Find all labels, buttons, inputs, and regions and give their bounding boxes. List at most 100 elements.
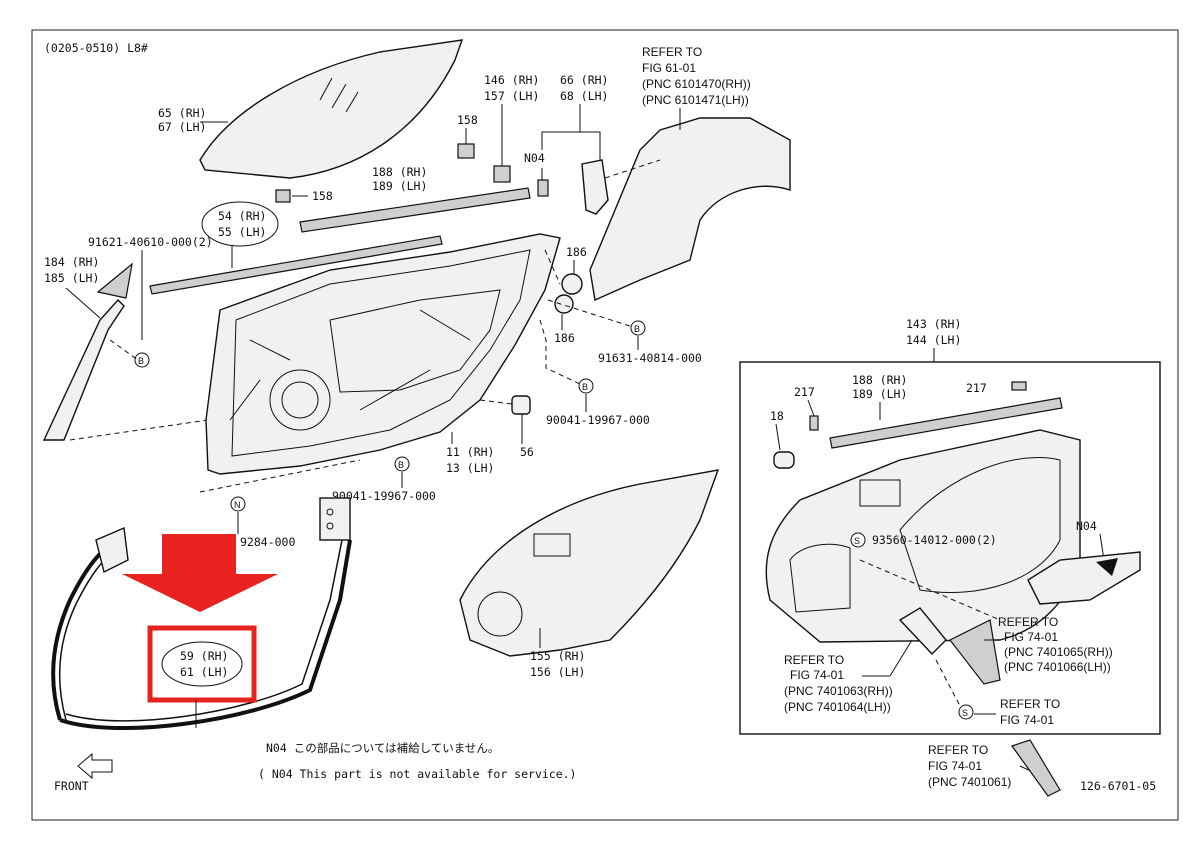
bolt-b-3: B [578, 378, 594, 394]
door-trim-panel [765, 429, 1081, 643]
refer-fig61-l3: (PNC 6101470(RH)) [642, 77, 751, 91]
clip-18 [773, 451, 795, 469]
label-59: 59 (RH) [180, 649, 228, 663]
label-54: 54 (RH) [218, 209, 266, 223]
refer-b-l4: (PNC 7401064(LH)) [784, 700, 891, 714]
refer-a-l4: (PNC 7401066(LH)) [1004, 660, 1111, 674]
refer-b-l3: (PNC 7401063(RH)) [784, 684, 893, 698]
label-55: 55 (LH) [218, 225, 266, 239]
label-68: 68 (LH) [560, 89, 608, 103]
part-66 [581, 159, 609, 215]
clip-158-left [275, 189, 291, 203]
refer-b-l2: FIG 74-01 [790, 668, 844, 682]
inset-belt-moulding [829, 397, 1063, 449]
svg-text:B: B [582, 382, 588, 392]
figure-code: 126-6701-05 [1080, 779, 1156, 793]
refer-fig61-l2: FIG 61-01 [642, 61, 696, 75]
label-185: 185 (LH) [44, 271, 99, 285]
refer-fig61-l1: REFER TO [642, 45, 702, 59]
label-93560: 93560-14012-000(2) [872, 533, 997, 547]
label-217-right: 217 [966, 381, 987, 395]
diagram-frame [31, 29, 1179, 821]
belt-moulding-188 [299, 187, 531, 233]
division-bar-184 [42, 262, 133, 441]
part-146 [493, 165, 511, 183]
trim-board-155 [459, 469, 720, 657]
label-158-left: 158 [312, 189, 333, 203]
screw-217-left [809, 415, 819, 431]
svg-text:B: B [398, 460, 404, 470]
note-en: ( N04 This part is not available for ser… [258, 767, 577, 781]
label-189-main: 189 (LH) [372, 179, 427, 193]
front-arrow-icon [77, 752, 113, 780]
front-label: FRONT [54, 779, 89, 793]
label-156: 156 (LH) [530, 665, 585, 679]
label-188-main: 188 (RH) [372, 165, 427, 179]
label-67: 67 (LH) [158, 120, 206, 134]
part-n04-fastener [537, 179, 549, 197]
refer-d-l1: REFER TO [928, 743, 988, 757]
label-n04-inset: N04 [1076, 519, 1097, 533]
inner-handle [898, 607, 947, 656]
highlight-box [147, 625, 257, 703]
label-158-top: 158 [457, 113, 478, 127]
label-186-bot: 186 [554, 331, 575, 345]
stopper-56 [511, 395, 531, 415]
refer-c-l1: REFER TO [1000, 697, 1060, 711]
screw-217-right [1011, 381, 1027, 391]
weatherstrip-54 [149, 235, 443, 295]
label-91621: 91621-40610-000(2) [88, 235, 213, 249]
label-13: 13 (LH) [446, 461, 494, 475]
label-188-inset: 188 (RH) [852, 373, 907, 387]
label-11: 11 (RH) [446, 445, 494, 459]
door-glass [199, 39, 464, 179]
label-155: 155 (RH) [530, 649, 585, 663]
plug-186-a [561, 273, 583, 295]
svg-text:B: B [634, 324, 640, 334]
label-90041-a: 90041-19967-000 [546, 413, 650, 427]
label-157: 157 (LH) [484, 89, 539, 103]
label-66: 66 (RH) [560, 73, 608, 87]
bolt-b-4: B [394, 456, 410, 472]
screw-s-2: S [958, 704, 974, 720]
label-144: 144 (LH) [906, 333, 961, 347]
refer-a-l1: REFER TO [998, 615, 1058, 629]
refer-a-l2: FIG 74-01 [1004, 630, 1058, 644]
bolt-b-1: B [134, 352, 150, 368]
label-186-top: 186 [566, 245, 587, 259]
note-jp: N04 この部品については補給していません。 [266, 741, 499, 755]
part-7401061 [1011, 739, 1061, 797]
label-217-left: 217 [794, 385, 815, 399]
part-n04-trim [1027, 551, 1141, 605]
label-90041-b: 90041-19967-000 [332, 489, 436, 503]
header-code: (0205-0510) L8# [44, 41, 148, 55]
handle-bezel [949, 619, 1001, 685]
label-61: 61 (LH) [180, 665, 228, 679]
svg-text:B: B [138, 356, 144, 366]
refer-d-l3: (PNC 7401061) [928, 775, 1011, 789]
callout-54 [201, 201, 279, 247]
label-184: 184 (RH) [44, 255, 99, 269]
refer-b-l1: REFER TO [784, 653, 844, 667]
label-18: 18 [770, 409, 784, 423]
highlight-arrow [122, 534, 278, 612]
label-56: 56 [520, 445, 534, 459]
svg-text:S: S [962, 708, 968, 718]
label-n04-top: N04 [524, 151, 545, 165]
refer-c-l2: FIG 74-01 [1000, 713, 1054, 727]
door-weatherstrip-59 [51, 497, 352, 731]
clip-n: N [230, 496, 246, 512]
label-65: 65 (RH) [158, 106, 206, 120]
bolt-b-2: B [630, 320, 646, 336]
svg-text:S: S [854, 536, 860, 546]
svg-text:N: N [234, 500, 241, 510]
plug-186-b [554, 294, 574, 314]
label-189-inset: 189 (LH) [852, 387, 907, 401]
refer-fig61-l4: (PNC 6101471(LH)) [642, 93, 749, 107]
refer-d-l2: FIG 74-01 [928, 759, 982, 773]
label-91631: 91631-40814-000 [598, 351, 702, 365]
label-9284: 9284-000 [240, 535, 295, 549]
quarter-panel [589, 117, 791, 302]
callout-59 [161, 641, 243, 687]
